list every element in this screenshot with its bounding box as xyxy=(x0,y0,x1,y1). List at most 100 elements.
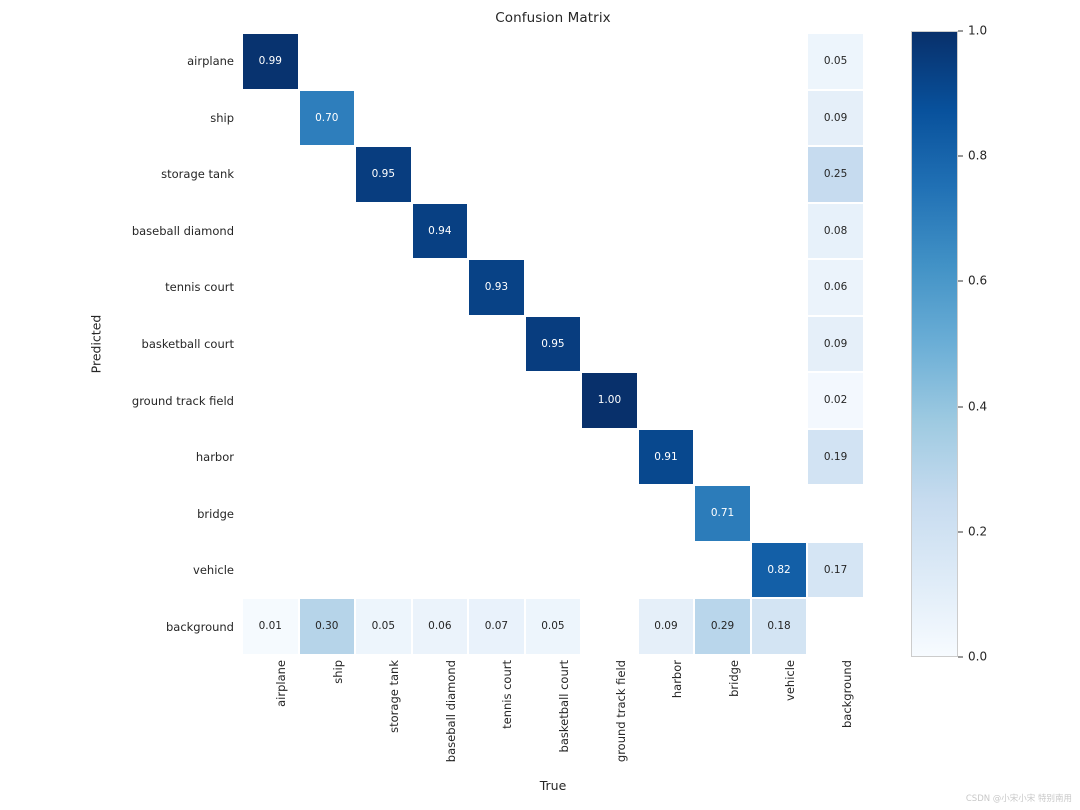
heatmap-cell xyxy=(242,146,299,203)
colorbar-tick-label: 0.0 xyxy=(968,649,988,664)
heatmap-cell xyxy=(298,259,356,316)
heatmap-cell xyxy=(411,89,469,147)
y-tick-label: vehicle xyxy=(193,563,234,578)
heatmap-cell xyxy=(524,33,582,90)
heatmap-cell-value: 0.05 xyxy=(371,620,396,633)
heatmap-cell xyxy=(581,598,638,655)
heatmap-cell xyxy=(637,372,695,429)
heatmap-cell xyxy=(242,541,299,599)
heatmap-cell xyxy=(524,428,582,486)
heatmap-cell: 0.18 xyxy=(750,598,808,655)
heatmap-cell: 0.91 xyxy=(637,428,695,486)
colorbar-tick-label: 1.0 xyxy=(968,23,988,38)
heatmap-row: 0.71 xyxy=(242,485,864,542)
heatmap-cell xyxy=(411,315,469,373)
colorbar-tick-mark xyxy=(958,406,963,408)
heatmap-cell-value: 0.95 xyxy=(541,337,565,350)
y-tick-label: basketball court xyxy=(141,337,234,351)
heatmap-cell-value: 0.05 xyxy=(823,55,848,68)
heatmap-cell xyxy=(242,202,299,260)
x-tick-label: ground track field xyxy=(613,660,628,763)
heatmap-cell: 0.99 xyxy=(242,33,299,90)
heatmap-cell-value: 0.06 xyxy=(428,620,452,633)
heatmap-cell xyxy=(298,485,356,542)
heatmap-cell xyxy=(468,202,525,260)
heatmap-cell xyxy=(694,33,751,90)
heatmap-cell xyxy=(242,485,299,542)
heatmap-cell xyxy=(750,315,808,373)
heatmap-cell xyxy=(807,598,864,655)
heatmap-cell xyxy=(411,259,469,316)
heatmap-cell: 0.94 xyxy=(411,202,469,260)
heatmap-cell xyxy=(468,372,525,429)
y-tick-label: harbor xyxy=(195,450,234,465)
heatmap-cell-value: 0.82 xyxy=(767,563,791,576)
x-tick-label: tennis court xyxy=(500,660,515,729)
heatmap-cell: 0.19 xyxy=(807,428,864,486)
heatmap-cell xyxy=(581,315,638,373)
colorbar-tick-mark xyxy=(958,280,963,282)
heatmap-cell-value: 0.93 xyxy=(484,281,509,294)
heatmap-cell xyxy=(807,485,864,542)
heatmap-cell xyxy=(355,541,412,599)
heatmap-cell xyxy=(524,372,582,429)
heatmap-cell xyxy=(581,259,638,316)
heatmap-cell xyxy=(411,485,469,542)
heatmap-cell xyxy=(694,428,751,486)
colorbar-tick: 0.4 xyxy=(958,399,1018,413)
heatmap-cell xyxy=(411,428,469,486)
colorbar-tick-label: 0.6 xyxy=(968,273,988,288)
colorbar-tick-label: 0.2 xyxy=(968,524,988,539)
heatmap-cell xyxy=(355,315,412,373)
heatmap-cell xyxy=(298,372,356,429)
heatmap-cell xyxy=(242,428,299,486)
heatmap-cell xyxy=(637,202,695,260)
heatmap-cell xyxy=(581,33,638,90)
heatmap-cell-value: 0.71 xyxy=(710,507,735,520)
heatmap-row: 0.95 0.09 xyxy=(242,315,864,373)
heatmap-cell-value: 0.18 xyxy=(767,620,791,633)
heatmap-cell: 0.70 xyxy=(298,89,356,147)
heatmap-cell xyxy=(298,202,356,260)
heatmap-cell: 0.06 xyxy=(411,598,469,655)
heatmap-cell xyxy=(524,259,582,316)
heatmap-cell-value: 0.02 xyxy=(823,394,848,407)
heatmap-cell: 0.29 xyxy=(694,598,751,655)
heatmap-cell-value: 1.00 xyxy=(597,394,622,407)
x-tick-label: ship xyxy=(330,660,345,684)
heatmap-cell xyxy=(468,428,525,486)
heatmap-cell-value: 0.09 xyxy=(654,620,678,633)
heatmap-cell-value: 0.01 xyxy=(258,620,282,633)
colorbar-tick-mark xyxy=(958,155,963,157)
heatmap-cell: 0.07 xyxy=(468,598,525,655)
heatmap-cell xyxy=(298,33,356,90)
heatmap-cell xyxy=(355,372,412,429)
y-tick-label: ground track field xyxy=(131,393,234,408)
heatmap-cell: 0.02 xyxy=(807,372,864,429)
heatmap-cell: 0.82 xyxy=(750,541,808,599)
x-tick-label: baseball diamond xyxy=(443,660,458,763)
heatmap-cell xyxy=(242,89,299,147)
colorbar-tick: 0.0 xyxy=(958,650,1018,664)
heatmap-cell xyxy=(637,146,695,203)
heatmap-cell xyxy=(524,541,582,599)
x-tick-label: basketball court xyxy=(557,660,571,753)
x-tick-label: vehicle xyxy=(783,660,798,701)
y-tick-label: baseball diamond xyxy=(131,223,234,238)
heatmap-cell xyxy=(298,315,356,373)
heatmap-cell: 0.25 xyxy=(807,146,864,203)
heatmap-cell xyxy=(750,146,808,203)
heatmap-cell: 0.09 xyxy=(807,315,864,373)
x-tick-label: background xyxy=(839,660,854,729)
heatmap-cell xyxy=(637,89,695,147)
heatmap-cell: 0.08 xyxy=(807,202,864,260)
heatmap-cell: 0.93 xyxy=(468,259,525,316)
heatmap-cell xyxy=(355,259,412,316)
heatmap-cell xyxy=(298,428,356,486)
heatmap-cell xyxy=(411,541,469,599)
heatmap-cell-value: 0.19 xyxy=(823,450,848,463)
